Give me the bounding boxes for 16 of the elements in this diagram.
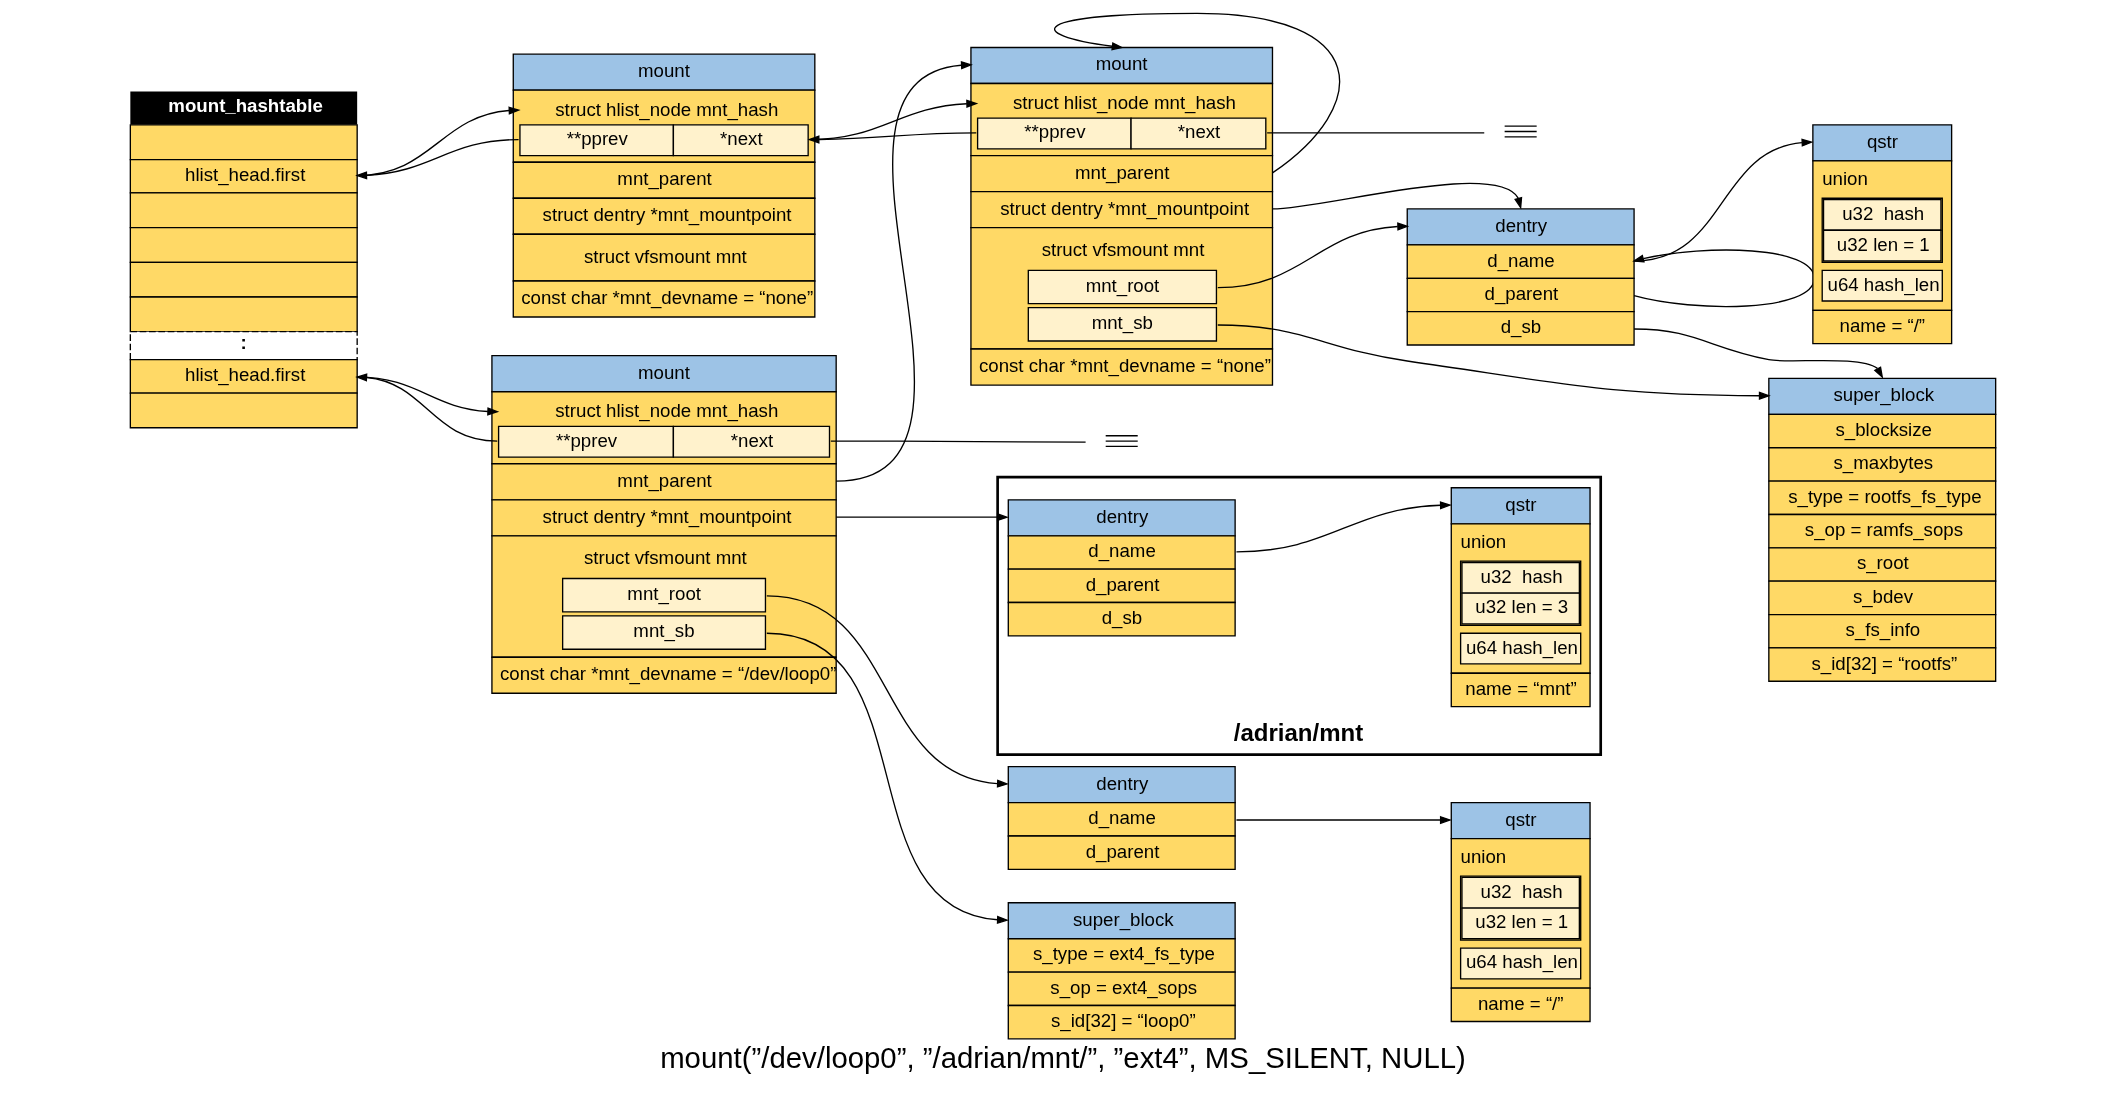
arrow xyxy=(806,132,977,144)
arrow xyxy=(1235,501,1452,553)
arrow xyxy=(835,61,973,482)
arrow xyxy=(1271,182,1522,210)
connector xyxy=(829,440,1086,443)
arrow xyxy=(1235,815,1452,825)
arrow xyxy=(354,373,498,442)
arrow xyxy=(354,138,519,180)
arrow xyxy=(835,512,1009,522)
arrow xyxy=(765,595,1009,788)
arrow xyxy=(1632,328,1883,379)
arrow xyxy=(1216,222,1409,289)
caption: mount(”/dev/loop0”, ”/adrian/mnt/”, ”ext4”, MS_SILENT, NULL) xyxy=(659,1040,1466,1074)
arrow xyxy=(1216,324,1771,400)
connector xyxy=(1266,132,1485,134)
arrow xyxy=(765,632,1009,924)
